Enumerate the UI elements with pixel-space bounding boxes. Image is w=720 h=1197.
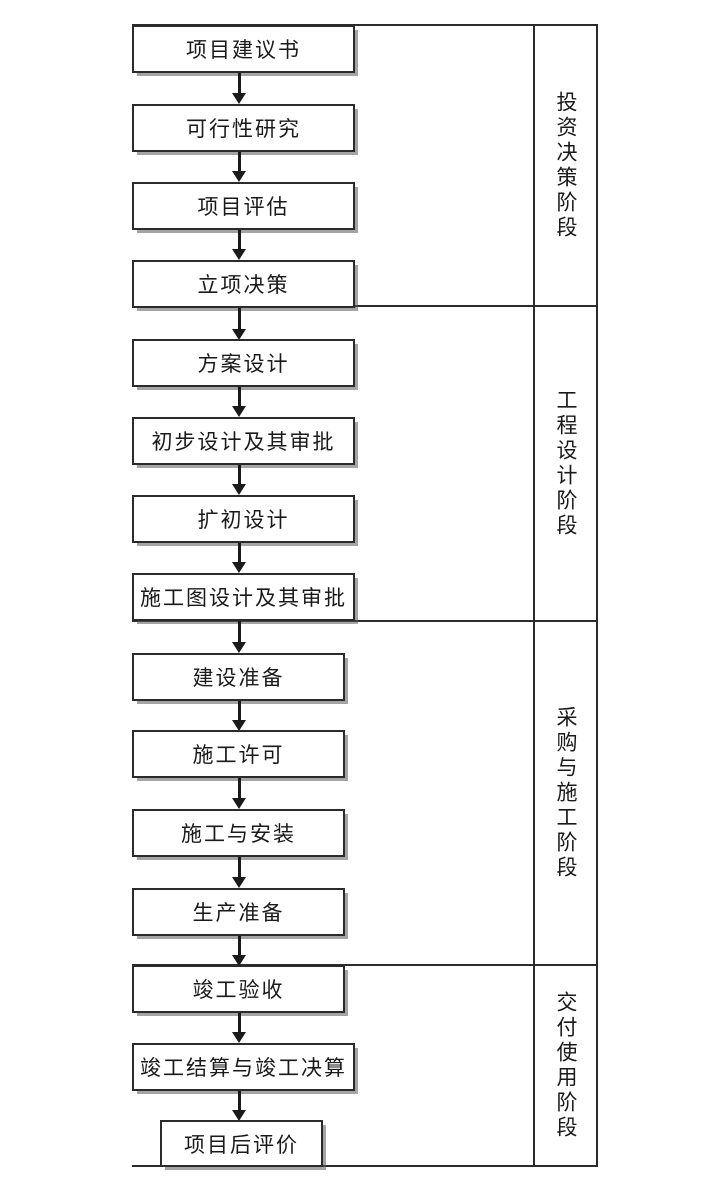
arrow-down-2: [232, 152, 246, 182]
phase-label-engineering-design: 工程设计阶段: [554, 388, 578, 539]
node-project-approval-decision[interactable]: 立项决策: [132, 260, 355, 308]
node-project-proposal[interactable]: 项目建议书: [132, 25, 355, 73]
node-construction-installation[interactable]: 施工与安装: [132, 809, 345, 857]
arrow-down-14: [232, 1091, 246, 1121]
arrow-down-10: [232, 778, 246, 809]
phase-divider-3: [132, 964, 598, 966]
arrow-down-5: [232, 387, 246, 417]
phase-label-procurement-construction: 采购与施工阶段: [554, 705, 578, 881]
phase-grid-top-border: [132, 24, 598, 26]
phase-column-divider: [533, 24, 535, 1167]
phase-grid-right-border: [596, 24, 598, 1167]
node-final-settlement-accounts[interactable]: 竣工结算与竣工决算: [132, 1043, 355, 1091]
arrow-down-13: [232, 1013, 246, 1043]
arrow-down-8: [232, 621, 246, 653]
node-post-project-evaluation[interactable]: 项目后评价: [160, 1120, 323, 1167]
arrow-down-12: [232, 936, 246, 966]
node-construction-preparation[interactable]: 建设准备: [132, 653, 345, 701]
phase-divider-2: [132, 620, 598, 622]
node-completion-acceptance[interactable]: 竣工验收: [132, 965, 345, 1013]
node-scheme-design[interactable]: 方案设计: [132, 339, 355, 387]
phase-label-investment-decision: 投资决策阶段: [554, 90, 578, 241]
arrow-down-7: [232, 543, 246, 573]
arrow-down-4: [232, 308, 246, 340]
phase-label-delivery-use: 交付使用阶段: [554, 990, 578, 1141]
node-feasibility-study[interactable]: 可行性研究: [132, 104, 355, 152]
arrow-down-11: [232, 857, 246, 888]
arrow-down-9: [232, 701, 246, 731]
node-extended-preliminary-design[interactable]: 扩初设计: [132, 495, 355, 543]
node-construction-drawing-approval[interactable]: 施工图设计及其审批: [132, 573, 355, 621]
phase-divider-1: [132, 305, 598, 307]
node-production-preparation[interactable]: 生产准备: [132, 888, 345, 936]
arrow-down-6: [232, 465, 246, 495]
arrow-down-3: [232, 230, 246, 260]
node-preliminary-design-approval[interactable]: 初步设计及其审批: [132, 417, 355, 465]
node-project-evaluation[interactable]: 项目评估: [132, 182, 355, 230]
node-construction-permit[interactable]: 施工许可: [132, 730, 345, 778]
phase-grid-bottom-border: [132, 1165, 598, 1167]
arrow-down-1: [232, 73, 246, 104]
